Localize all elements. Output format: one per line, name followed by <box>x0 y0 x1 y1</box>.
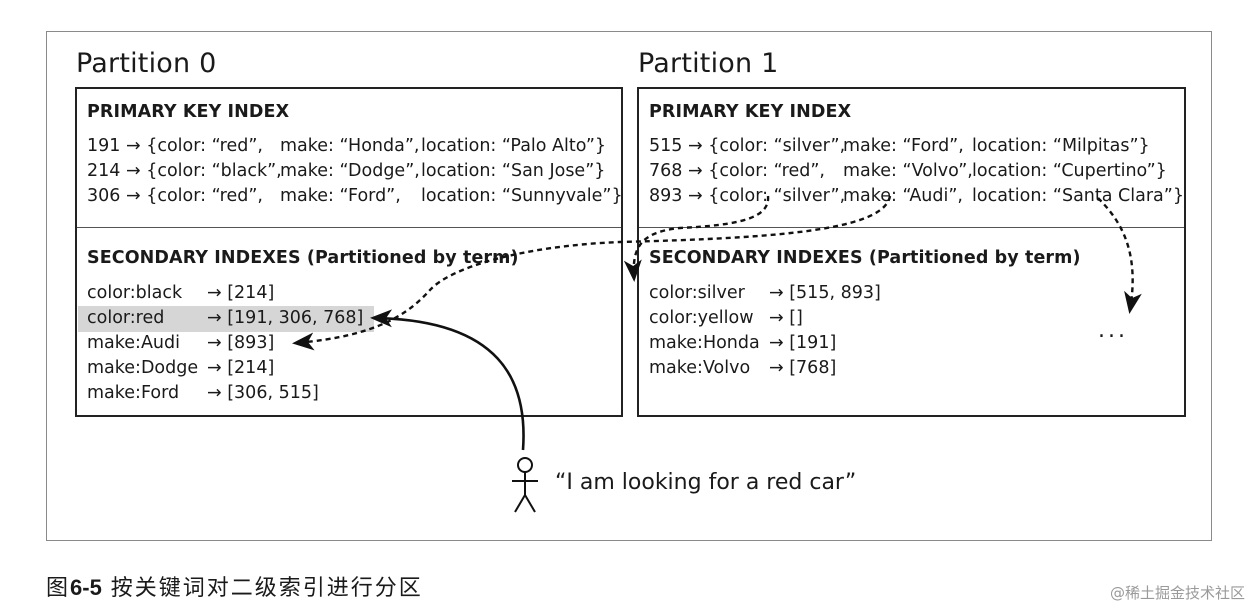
p1-term: color:yellow <box>649 308 754 328</box>
p0-row-key: 214 → {color: “black”, <box>87 161 282 181</box>
partition-0-secondary-title: SECONDARY INDEXES (Partitioned by term) <box>87 248 519 268</box>
p1-row-key: 893 → {color: “silver”, <box>649 186 846 206</box>
person-icon <box>512 457 538 513</box>
p0-ids: → [191, 306, 768] <box>207 308 364 328</box>
p0-row-location: location: “Sunnyvale”} <box>421 186 623 206</box>
silver-dashed-arrow <box>623 195 770 282</box>
p0-ids: → [214] <box>207 358 275 378</box>
p0-ids: → [893] <box>207 333 275 353</box>
p1-term: color:silver <box>649 283 745 303</box>
santa-clara-dashed-arrow <box>1097 197 1142 314</box>
partition-1-divider <box>639 227 1184 228</box>
p1-ids: → [768] <box>769 358 837 378</box>
figure-caption: 图6-5 按关键词对二级索引进行分区 <box>46 570 423 602</box>
p1-row-make: make: “Ford”, <box>843 136 964 156</box>
caption-prefix: 图 <box>46 576 71 601</box>
p0-term: make:Ford <box>87 383 180 403</box>
p1-row-location: location: “Santa Clara”} <box>972 186 1184 206</box>
p1-term: make:Volvo <box>649 358 751 378</box>
p1-ids: → [515, 893] <box>769 283 881 303</box>
partition-0-primary-title: PRIMARY KEY INDEX <box>87 102 290 122</box>
p0-row-make: make: “Ford”, <box>280 186 401 206</box>
caption-number: 6-5 <box>70 575 102 600</box>
p1-row-make: make: “Audi”, <box>843 186 963 206</box>
audi-dashed-arrow <box>292 195 892 351</box>
p0-term: make:Dodge <box>87 358 199 378</box>
p0-term: make:Audi <box>87 333 180 353</box>
p0-term: color:black <box>87 283 183 303</box>
p0-row-key: 191 → {color: “red”, <box>87 136 263 156</box>
p0-row-make: make: “Honda”, <box>280 136 420 156</box>
color-red-highlight <box>78 306 374 332</box>
p0-term: color:red <box>87 308 165 328</box>
p1-ids: → [] <box>769 308 803 328</box>
p1-ids: → [191] <box>769 333 837 353</box>
partition-1-box <box>637 87 1186 417</box>
partition-1-title: Partition 1 <box>638 48 779 79</box>
partition-0-title: Partition 0 <box>76 48 217 79</box>
partition-1-secondary-title: SECONDARY INDEXES (Partitioned by term) <box>649 248 1081 268</box>
watermark: @稀土掘金技术社区 <box>1109 584 1245 602</box>
p0-row-key: 306 → {color: “red”, <box>87 186 263 206</box>
partition-0-divider <box>77 227 621 228</box>
p1-term: make:Honda <box>649 333 760 353</box>
partition-0-box <box>75 87 623 417</box>
p1-row-make: make: “Volvo”, <box>843 161 973 181</box>
p0-ids: → [214] <box>207 283 275 303</box>
p1-row-key: 515 → {color: “silver”, <box>649 136 846 156</box>
p0-row-location: location: “San Jose”} <box>421 161 606 181</box>
p0-row-location: location: “Palo Alto”} <box>421 136 607 156</box>
p0-row-make: make: “Dodge”, <box>280 161 420 181</box>
p1-row-location: location: “Milpitas”} <box>972 136 1150 156</box>
caption-text: 按关键词对二级索引进行分区 <box>101 576 423 601</box>
p0-ids: → [306, 515] <box>207 383 319 403</box>
p1-row-key: 768 → {color: “red”, <box>649 161 825 181</box>
query-solid-arrow <box>370 309 525 451</box>
partition-1-primary-title: PRIMARY KEY INDEX <box>649 102 852 122</box>
query-quote: “I am looking for a red car” <box>555 470 857 495</box>
p1-row-location: location: “Cupertino”} <box>972 161 1167 181</box>
figure-frame <box>46 31 1212 541</box>
more-ellipsis: ... <box>1098 318 1128 343</box>
